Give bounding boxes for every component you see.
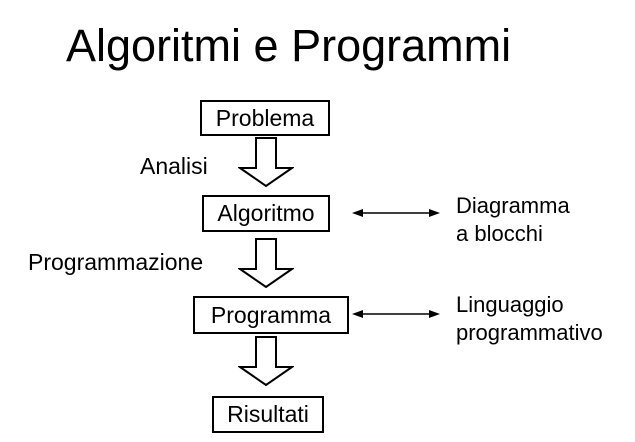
page-title: Algoritmi e Programmi xyxy=(66,20,512,71)
flow-node-risultati: Risultati xyxy=(212,396,324,433)
annotation-line: Diagramma xyxy=(456,193,570,218)
step-label-analisi: Analisi xyxy=(140,153,208,179)
down-arrow-icon xyxy=(238,238,294,288)
flow-node-programma: Programma xyxy=(193,296,349,334)
double-arrow-icon xyxy=(352,310,440,318)
flow-node-algoritmo: Algoritmo xyxy=(202,195,330,232)
annotation-line: a blocchi xyxy=(456,221,543,246)
flow-node-label: Risultati xyxy=(227,401,309,427)
annotation-line: programmativo xyxy=(456,320,603,345)
down-arrow-icon xyxy=(238,336,294,386)
step-label-programmazione: Programmazione xyxy=(28,249,204,275)
flow-node-label: Programma xyxy=(210,301,332,328)
flow-node-problema: Problema xyxy=(200,100,330,136)
annotation-linguaggio-programmativo: Linguaggio programmativo xyxy=(456,291,603,347)
flow-node-label: Problema xyxy=(215,104,315,131)
double-arrow-icon xyxy=(352,209,440,217)
annotation-diagramma-a-blocchi: Diagramma a blocchi xyxy=(456,192,570,248)
flow-node-label: Algoritmo xyxy=(217,200,315,226)
down-arrow-icon xyxy=(238,137,294,187)
annotation-line: Linguaggio xyxy=(456,292,564,317)
